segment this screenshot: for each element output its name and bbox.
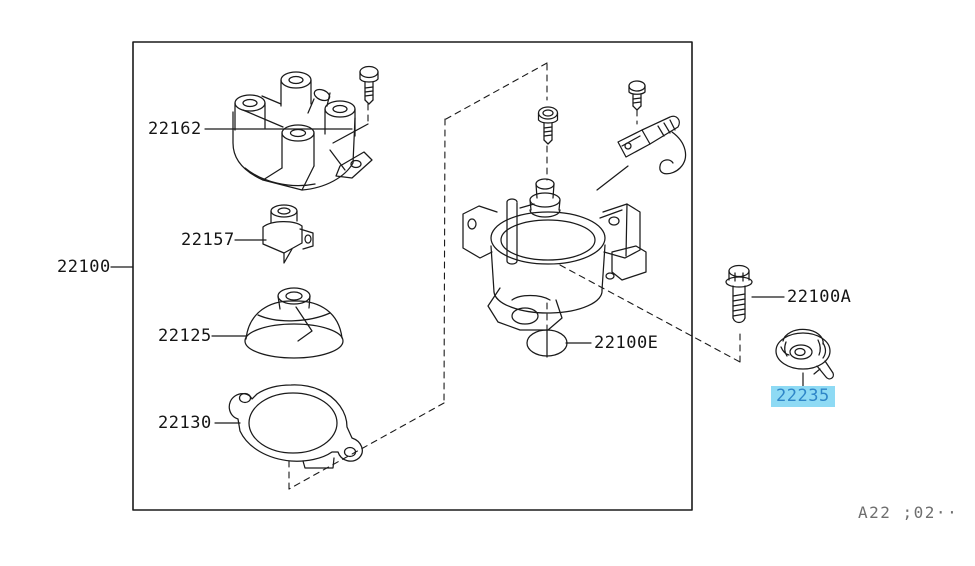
assembly-frame [132,41,693,511]
cap-spring-drawing [775,328,835,380]
part-label-22100[interactable]: 22100 [57,257,111,277]
dust-cover-drawing [244,287,344,359]
part-label-22100A[interactable]: 22100A [787,287,852,307]
rotor-head-drawing [262,204,314,264]
mounting-bolt-drawing [725,264,753,324]
o-ring-drawing [526,329,568,357]
part-label-22235-highlighted[interactable]: 22235 [771,386,835,407]
callout-leader-lines [110,128,804,424]
illustration-code: A22 ;02·· [858,503,959,522]
distributor-cap-drawing [232,71,373,191]
cap-screw-drawing [359,65,379,105]
part-label-22100E[interactable]: 22100E [594,333,659,353]
exploded-view-guide-lines [288,62,741,490]
packing-gasket-drawing [228,384,363,469]
distributor-assembly-drawing [462,178,647,331]
clip-screw-drawing [628,80,646,111]
part-label-22125[interactable]: 22125 [158,326,212,346]
part-label-22130[interactable]: 22130 [158,413,212,433]
shaft-screw-drawing [537,106,559,145]
part-label-22157[interactable]: 22157 [181,230,235,250]
harness-clip-drawing [617,115,687,175]
part-label-22162[interactable]: 22162 [148,119,202,139]
connector-lines [332,123,629,358]
